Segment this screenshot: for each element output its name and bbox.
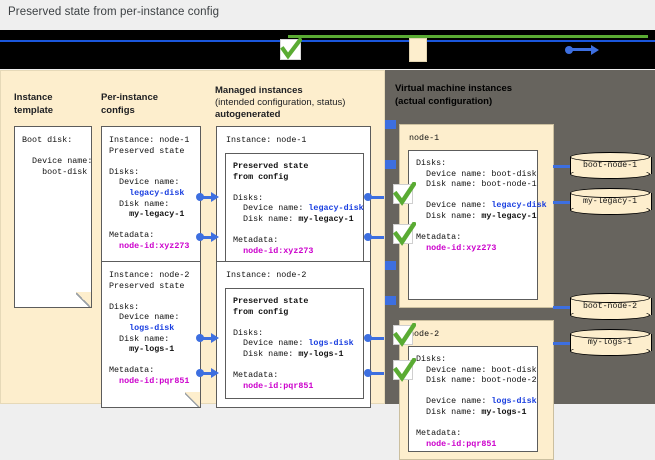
managed-instance-inner-node-2: Preserved state from config Disks: Devic… (225, 288, 364, 399)
connector-arrow-icon (211, 192, 219, 202)
connector-bar (370, 336, 384, 340)
connector-bar (553, 201, 571, 204)
connector-dot (196, 369, 204, 377)
preserved-state-check-icon (393, 222, 416, 246)
vm-panel-header-line2: (actual configuration) (395, 96, 493, 107)
vm-node-text-node-1: Disks: Device name: boot-disk Disk name:… (416, 158, 547, 253)
connector-dot (364, 193, 372, 201)
vm-node-inner-node-1: Disks: Device name: boot-disk Disk name:… (408, 150, 547, 300)
column-header-managed-instances-2: (intended configuration, status) (215, 97, 346, 108)
per-instance-config-card-node-2: Instance: node-2 Preserved state Disks: … (101, 261, 201, 408)
connector-square (385, 296, 396, 305)
connector-dot (196, 334, 204, 342)
connector-dot (196, 233, 204, 241)
diagram-canvas: Preserved state from per-instance config… (0, 6, 655, 460)
legend-green-line (288, 35, 648, 38)
legend-label-autogenerated: Autogenerated (433, 44, 499, 55)
vm-node-name-node-2: node-2 (409, 329, 440, 339)
preserved-state-check-icon (393, 182, 416, 206)
connector-bar (202, 195, 213, 199)
per-instance-config-text-node-1: Instance: node-1 Preserved state Disks: … (109, 135, 190, 251)
connector-bar (202, 371, 213, 375)
vm-node-name-node-1: node-1 (409, 133, 440, 143)
connector-arrow-icon (211, 333, 219, 343)
connector-dot (196, 193, 204, 201)
connector-dot (364, 233, 372, 241)
disk-cylinder-boot-node-1: boot-node-1 (570, 152, 652, 179)
connector-arrow-icon (211, 368, 219, 378)
preserved-state-check-icon (393, 358, 416, 382)
legend-label-preserved-state: Preserved state (307, 44, 378, 55)
connector-bar (370, 371, 384, 375)
managed-instance-text-node-2: Preserved state from config Disks: Devic… (233, 296, 354, 391)
disk-cylinder-label: boot-node-2 (582, 302, 638, 311)
connector-bar (202, 235, 213, 239)
managed-instance-header-node-1: Instance: node-1 (226, 135, 307, 145)
managed-instance-text-node-1: Preserved state from config Disks: Devic… (233, 161, 364, 256)
instance-template-text: Boot disk: Device name: boot-disk (22, 135, 93, 177)
connector-dot (364, 369, 372, 377)
legend-label-applied-to: Applied to (610, 44, 655, 55)
managed-instance-card-node-2: Instance: node-2 Preserved state from co… (216, 261, 371, 408)
instance-template-card: Boot disk: Device name: boot-disk (14, 126, 92, 308)
disk-cylinder-my-logs-1: my-logs-1 (570, 329, 652, 356)
disk-cylinder-my-legacy-1: my-legacy-1 (570, 188, 652, 215)
page-title: Preserved state from per-instance config (8, 6, 220, 18)
vm-node-text-node-2: Disks: Device name: boot-disk Disk name:… (416, 354, 537, 449)
disk-cylinder-label: my-legacy-1 (582, 197, 638, 206)
vm-node-group-node-2: node-2 Disks: Device name: boot-disk Dis… (399, 320, 554, 460)
connector-bar (553, 342, 571, 345)
connector-arrow-icon (211, 232, 219, 242)
preserved-state-check-icon (393, 323, 416, 347)
vm-node-group-node-1: node-1 Disks: Device name: boot-disk Dis… (399, 124, 554, 308)
legend-items: Preserved state Autogenerated Applied to (280, 30, 655, 69)
cream-swatch-icon (409, 37, 428, 62)
connector-bar (370, 195, 384, 199)
folded-corner-icon (76, 292, 92, 308)
column-header-managed-instances-1: Managed instances (215, 85, 303, 96)
config-panel: Instance template Per-instance configs M… (0, 70, 385, 408)
connector-bar (370, 235, 384, 239)
vm-instances-panel: Virtual machine instances (actual config… (385, 70, 655, 460)
connector-square (385, 120, 396, 129)
legend-divider-line (0, 40, 655, 42)
connector-square (385, 261, 396, 270)
green-check-icon (280, 38, 302, 60)
connector-bar (202, 336, 213, 340)
connector-dot (364, 334, 372, 342)
legend-band: Preserved state Autogenerated Applied to (0, 30, 655, 69)
disk-cylinder-label: boot-node-1 (582, 161, 638, 170)
connector-square (385, 160, 396, 169)
column-header-per-instance-configs: Per-instance configs (101, 92, 159, 116)
folded-corner-icon (185, 392, 201, 408)
disk-cylinder-boot-node-2: boot-node-2 (570, 293, 652, 320)
connector-bar (553, 306, 571, 309)
column-header-instance-template: Instance template (14, 92, 54, 116)
disk-cylinder-label: my-logs-1 (587, 338, 633, 347)
column-header-managed-instances-3: autogenerated (215, 109, 281, 120)
vm-node-inner-node-2: Disks: Device name: boot-disk Disk name:… (408, 346, 538, 452)
per-instance-config-text-node-2: Instance: node-2 Preserved state Disks: … (109, 270, 190, 386)
vm-panel-header-line1: Virtual machine instances (395, 83, 513, 94)
connector-bar (553, 165, 571, 168)
managed-instance-header-node-2: Instance: node-2 (226, 270, 307, 280)
blue-arrow-icon (564, 43, 605, 57)
